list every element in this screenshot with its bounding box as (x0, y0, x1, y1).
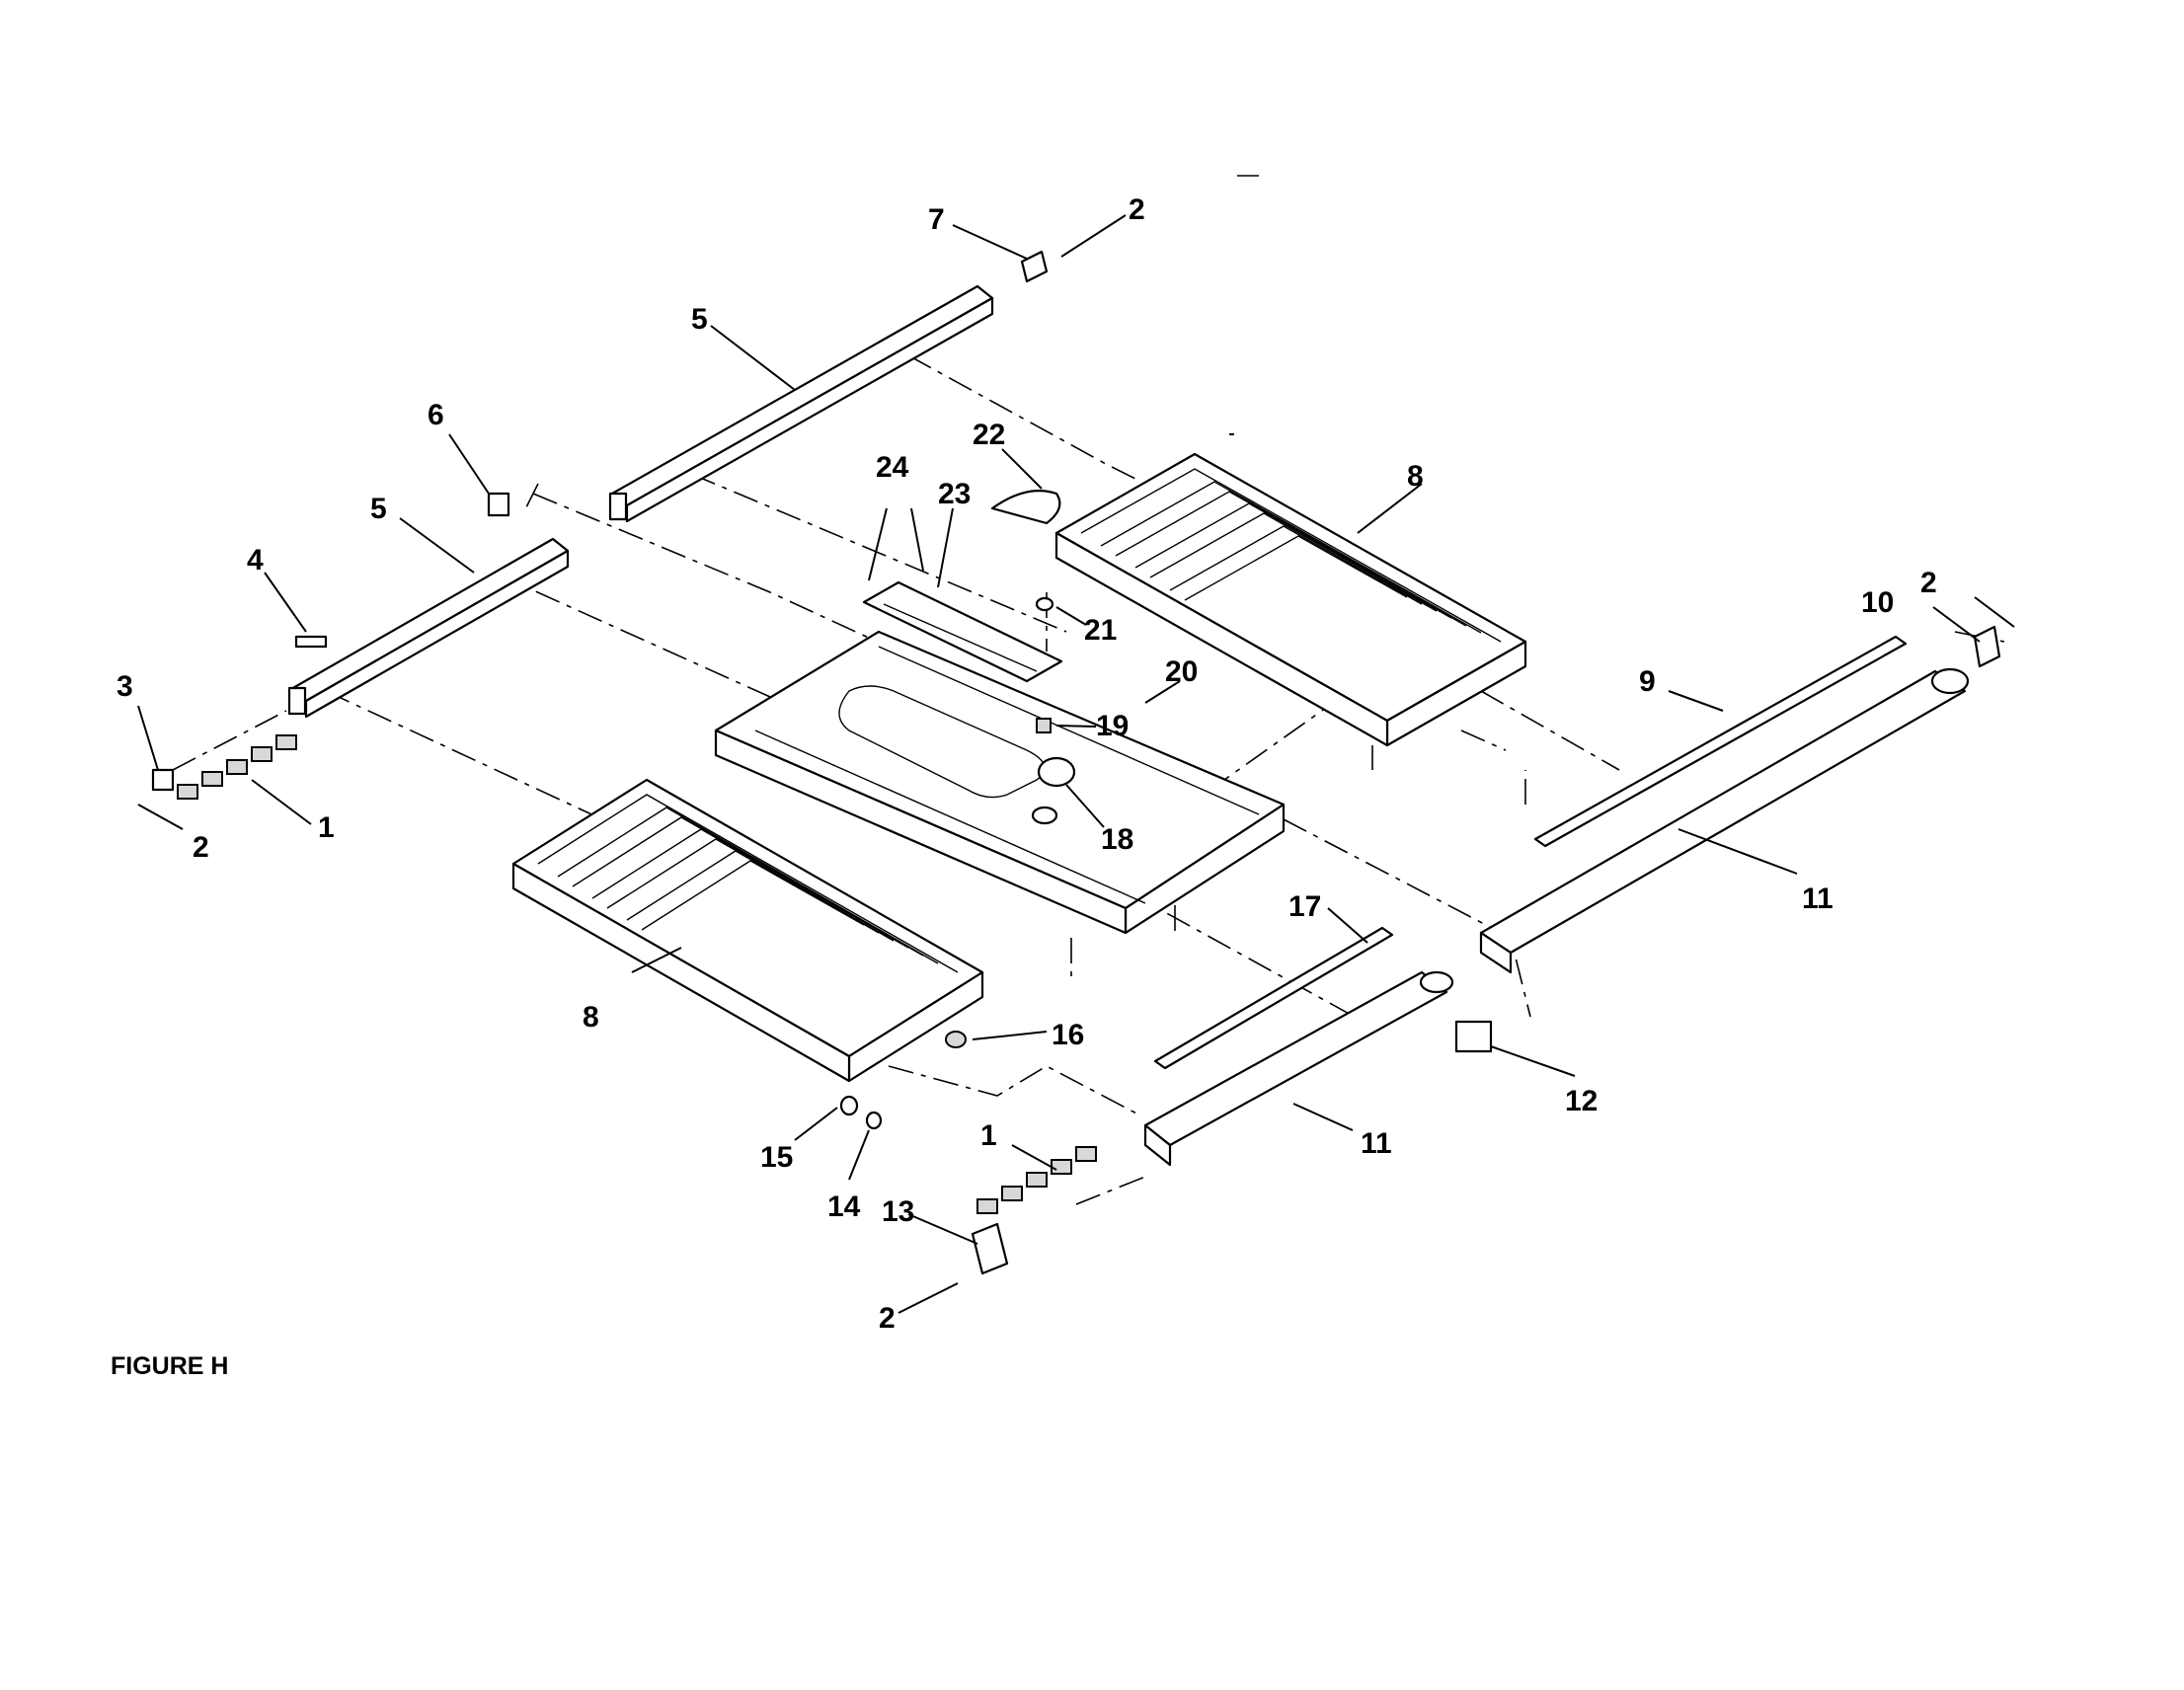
callout-11-lower: 11 (1361, 1127, 1392, 1160)
screw-19 (1036, 718, 1052, 733)
screw-21 (1035, 596, 1054, 612)
rail-5-upper (608, 284, 994, 523)
bracket-13 (971, 1222, 1009, 1275)
leader-lines (137, 214, 2015, 1314)
callout-8-lower: 8 (583, 1001, 599, 1034)
callout-13: 13 (882, 1195, 914, 1228)
callout-16: 16 (1052, 1019, 1084, 1051)
extrusion-11-right (1479, 667, 1970, 974)
callout-24: 24 (876, 451, 909, 484)
figure-label: FIGURE H (111, 1352, 228, 1380)
label-4 (294, 635, 328, 649)
tray-8-lower (511, 778, 984, 1083)
bracket-7 (1020, 250, 1049, 283)
callout-9: 9 (1639, 665, 1656, 698)
callout-8-upper: 8 (1407, 460, 1424, 493)
bolt-set-1-left (177, 734, 297, 800)
callout-2-top: 2 (1129, 193, 1145, 226)
callout-19: 19 (1096, 710, 1129, 742)
callout-17: 17 (1288, 890, 1321, 923)
bracket-10 (1973, 625, 2001, 668)
callout-10: 10 (1861, 586, 1894, 619)
tray-8-upper (1054, 452, 1527, 747)
callout-6: 6 (428, 399, 444, 431)
callout-3: 3 (117, 670, 133, 703)
nut-15 (839, 1095, 859, 1116)
callout-11-right: 11 (1802, 883, 1833, 915)
bracket-3 (151, 768, 175, 792)
cover-22 (990, 490, 1061, 525)
callout-1-right: 1 (980, 1119, 997, 1152)
callout-1-left: 1 (318, 811, 335, 844)
callouts: 7 2 5 6 22 24 23 8 5 4 21 2 10 20 9 3 19… (117, 193, 1937, 1335)
callout-2-left: 2 (193, 831, 209, 864)
callout-2-bottom: 2 (879, 1302, 896, 1335)
strip-9 (1533, 635, 1908, 848)
callout-20: 20 (1165, 655, 1198, 688)
insert-plate-23 (862, 580, 1063, 683)
callout-7: 7 (928, 203, 945, 236)
callout-5-upper: 5 (691, 303, 708, 336)
callout-18: 18 (1101, 823, 1133, 856)
extrusion-11-left (1143, 970, 1454, 1167)
bolt-set-1-right (976, 1146, 1097, 1214)
strip-17 (1153, 926, 1394, 1070)
callout-23: 23 (938, 478, 971, 510)
callout-21: 21 (1084, 614, 1117, 647)
callout-15: 15 (760, 1141, 793, 1174)
callout-5-lower: 5 (370, 493, 387, 525)
callout-22: 22 (973, 419, 1005, 451)
callout-12: 12 (1565, 1085, 1598, 1117)
screw-16 (945, 1031, 967, 1048)
callout-2-right: 2 (1920, 567, 1937, 599)
callout-14: 14 (827, 1191, 861, 1223)
knob-18 (1031, 756, 1076, 825)
end-cap-12 (1454, 1020, 1493, 1053)
rail-5-lower (287, 537, 570, 719)
washer-14 (865, 1111, 883, 1130)
clamp-6 (487, 492, 510, 517)
callout-4: 4 (247, 544, 264, 576)
table-top-20 (714, 630, 1286, 935)
